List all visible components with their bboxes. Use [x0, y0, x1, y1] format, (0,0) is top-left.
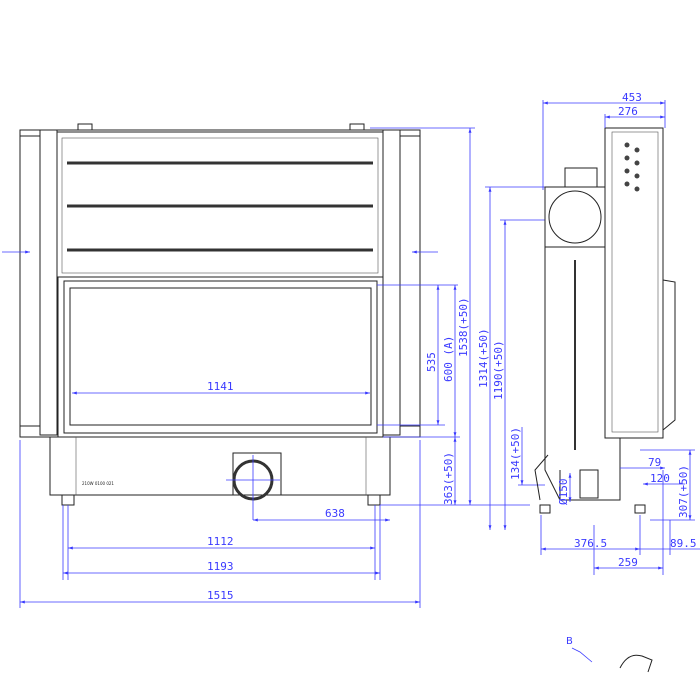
door-frame	[57, 276, 384, 438]
side-foot	[539, 504, 551, 514]
right-side-panel	[399, 135, 421, 427]
dim-363: 363(+50)	[442, 452, 455, 505]
left-side-panel	[19, 135, 41, 427]
dim-diameter-150: Ø150	[557, 479, 570, 506]
dim-79: 79	[648, 456, 661, 469]
dim-259: 259	[618, 556, 638, 569]
front-view: 210W 0100 021	[2, 123, 438, 520]
dim-1193: 1193	[207, 560, 234, 573]
dim-1141: 1141	[207, 380, 234, 393]
dim-453: 453	[622, 91, 642, 104]
side-back-edge	[662, 279, 676, 431]
dim-1314: 1314(+50)	[477, 328, 490, 388]
dim-89-5: 89.5	[670, 537, 697, 550]
detail-b: B	[566, 636, 653, 673]
plate-text: 210W 0100 021	[82, 481, 114, 486]
side-body	[544, 246, 621, 501]
dim-1515: 1515	[207, 589, 234, 602]
base-box	[49, 436, 391, 496]
foot-left	[61, 494, 75, 506]
dim-376-5: 376.5	[574, 537, 607, 550]
air-inlet-side	[579, 469, 599, 499]
flue-box	[544, 186, 606, 248]
dim-276: 276	[618, 105, 638, 118]
left-side-panel-inner	[39, 129, 58, 436]
dim-1190: 1190(+50)	[492, 340, 505, 400]
detail-part	[619, 654, 653, 673]
flue-circle	[548, 190, 602, 244]
dim-120: 120	[650, 472, 670, 485]
side-leg-outline	[534, 454, 561, 501]
dim-1112: 1112	[207, 535, 234, 548]
dim-600a: 600 (A)	[442, 336, 455, 382]
dim-134: 134(+50)	[509, 427, 522, 480]
door-border	[63, 280, 378, 434]
side-front-panel	[604, 127, 664, 439]
flue-collar	[564, 167, 598, 189]
side-dimensions: 453 276 376.5 89.5 259 79 120 307(+50) Ø…	[540, 91, 700, 575]
leader-line	[571, 647, 593, 663]
dim-535: 535	[425, 352, 438, 372]
air-inlet-plate	[232, 452, 282, 496]
hood-inner	[61, 137, 379, 274]
top-bracket	[349, 123, 365, 131]
detail-label: B	[566, 636, 573, 647]
dim-307: 307(+50)	[677, 465, 690, 518]
glass-panel	[69, 287, 372, 426]
side-foot	[634, 504, 646, 514]
right-side-panel-inner	[382, 129, 401, 436]
vent-holes	[624, 142, 640, 192]
dim-638: 638	[325, 507, 345, 520]
front-dimensions: 1141 638 1112 1193 1515 535 600 (A) 363(…	[19, 127, 560, 608]
top-bracket	[77, 123, 93, 131]
side-view	[534, 127, 676, 514]
foot-right	[367, 494, 381, 506]
side-panel-inner	[611, 131, 659, 433]
dim-1538: 1538(+50)	[457, 297, 470, 357]
